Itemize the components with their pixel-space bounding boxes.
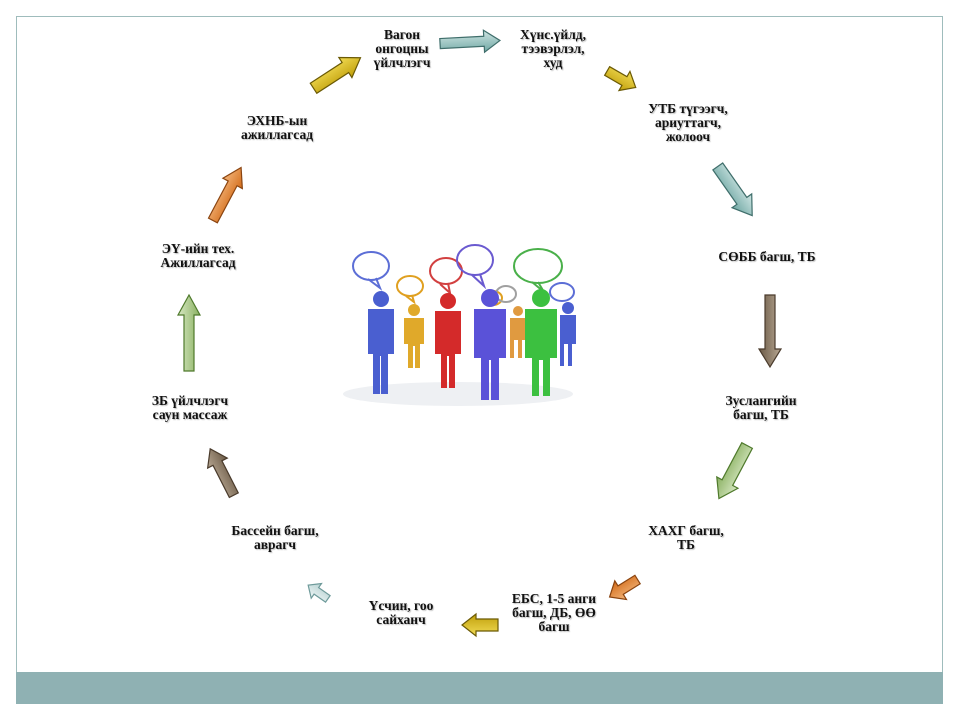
person-red [435,293,461,388]
node-xaxg-teacher: ХАХГ багш, ТБ [648,523,724,552]
node-hairdresser: Үсчин, гоо сайханч [368,598,434,627]
arrow-bottom-left [307,582,331,603]
arrow-top-left [309,56,362,95]
person-blue-center [474,289,506,400]
node-wagon-attendant: Вагон онгоцны үйлчлэгч [373,27,431,70]
node-preschool-teacher: СӨББ багш, ТБ [718,249,816,264]
node-camp-teacher: Зуслангийн багш, ТБ [725,393,797,422]
node-ehnb-staff: ЭХНБ-ын ажиллагсад [240,113,314,142]
arrow-left-3 [207,166,244,224]
arrow-left-1 [206,447,240,499]
person-green [525,289,557,396]
footer-bar [16,672,943,704]
node-pool-teacher: Бассейн багш, aврагч [231,523,319,552]
arrow-top-1 [439,29,502,54]
people-illustration [338,236,578,406]
node-utb-distributor: УТБ түгээгч, ариуттагч, жолооч [648,101,728,144]
node-school-teacher: ЕБС, 1-5 анги багш, ДБ, ӨӨ багш [511,591,597,634]
arrow-right-1 [712,162,753,217]
arrow-right-2 [757,294,783,369]
person-small-orange [510,306,526,358]
person-blue-left [368,291,394,394]
person-blue-right [560,302,576,366]
person-yellow [404,304,424,368]
arrow-bottom-1 [461,612,499,638]
arrow-right-3 [716,441,754,500]
arrow-bottom-right [608,574,642,601]
arrow-top-right [603,65,637,92]
node-food-industry: Хүнс.үйлд, тээвэрлэл, худ [520,27,586,70]
arrow-left-2 [176,293,202,372]
node-health-technician: ЭҮ-ийн тех. Ажиллагсад [160,241,236,270]
node-hotel-attendant: ЗБ үйлчлэгч саун массаж [151,393,229,422]
